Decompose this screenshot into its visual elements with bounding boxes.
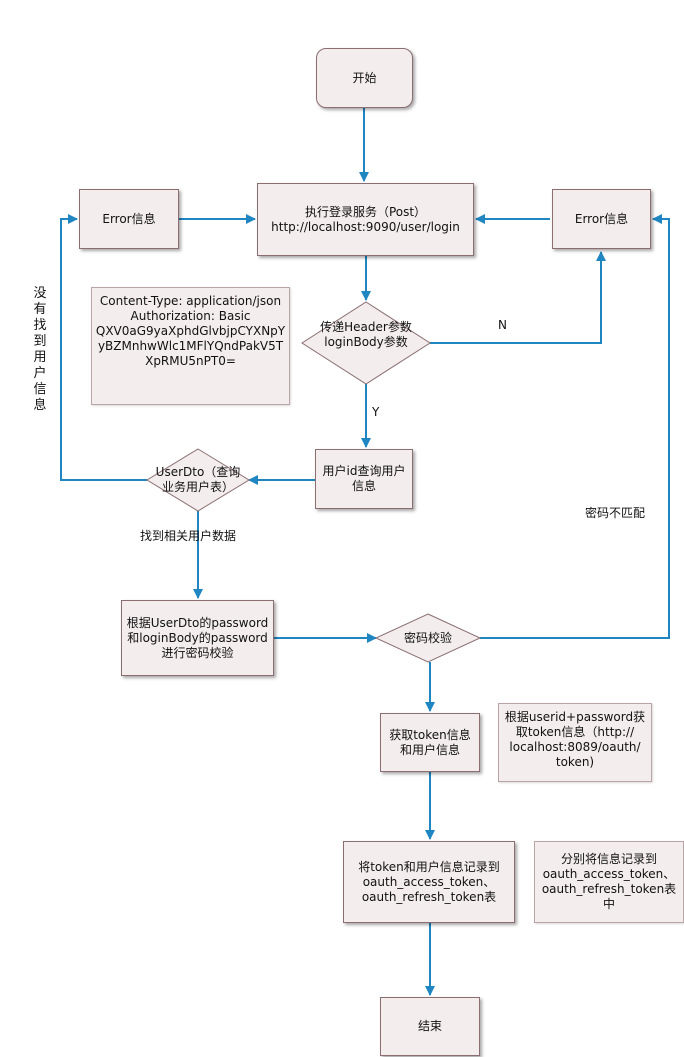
end-label: 结束 [417, 1019, 442, 1033]
login-service-node: 执行登录服务（Post） http://localhost:9090/user/… [257, 183, 474, 256]
get-token-node: 获取token信息 和用户信息 [380, 713, 480, 772]
userdto-label: UserDto（查询 业务用户表） [155, 465, 241, 494]
start-label: 开始 [352, 70, 377, 85]
get-token-label: 获取token信息 和用户信息 [389, 727, 471, 757]
end-node: 结束 [380, 997, 480, 1056]
header-params-note: Content-Type: application/json Authoriza… [91, 287, 290, 405]
edge-label-mismatch: 密码不匹配 [585, 506, 646, 520]
check-params-label: 传递Header参数 loginBody参数 [320, 320, 412, 349]
record-note: 分别将信息记录到 oauth_access_token、 oauth_refre… [534, 841, 684, 923]
arrow-check-to-error-right [430, 251, 606, 344]
edge-label-found: 找到相关用户数据 [140, 529, 237, 543]
error-left-node: Error信息 [79, 189, 179, 249]
edge-label-no: N [498, 318, 507, 332]
record-token-label: 将token和用户信息记录到 oauth_access_token、 oauth… [358, 859, 500, 904]
validate-password-label: 根据UserDto的password 和loginBody的password 进… [126, 615, 269, 660]
arrow-pwdcheck-to-error-right [480, 214, 670, 639]
query-user-label: 用户id查询用户 信息 [322, 464, 406, 493]
error-right-node: Error信息 [552, 189, 651, 249]
token-api-note: 根据userid+password获 取token信息（http:// loca… [498, 703, 652, 782]
error-right-label: Error信息 [574, 211, 629, 226]
start-node: 开始 [316, 48, 413, 108]
arrow-userdto-to-error-left [60, 214, 147, 481]
edge-label-not-found: 没有找到用户信息 [33, 286, 47, 413]
error-left-label: Error信息 [102, 211, 156, 226]
validate-password-node: 根据UserDto的password 和loginBody的password 进… [121, 600, 274, 676]
edge-label-yes: Y [372, 405, 380, 419]
header-params-text: Content-Type: application/json Authoriza… [95, 294, 286, 368]
record-note-text: 分别将信息记录到 oauth_access_token、 oauth_refre… [541, 852, 677, 911]
decision-check-params [301, 301, 431, 385]
query-user-node: 用户id查询用户 信息 [315, 449, 413, 509]
decision-userdto [146, 448, 250, 512]
decision-password-check [374, 613, 482, 663]
record-token-node: 将token和用户信息记录到 oauth_access_token、 oauth… [343, 841, 515, 923]
token-api-text: 根据userid+password获 取token信息（http:// loca… [504, 710, 646, 769]
login-service-label: 执行登录服务（Post） http://localhost:9090/user/… [271, 204, 460, 234]
password-check-label: 密码校验 [403, 631, 452, 645]
